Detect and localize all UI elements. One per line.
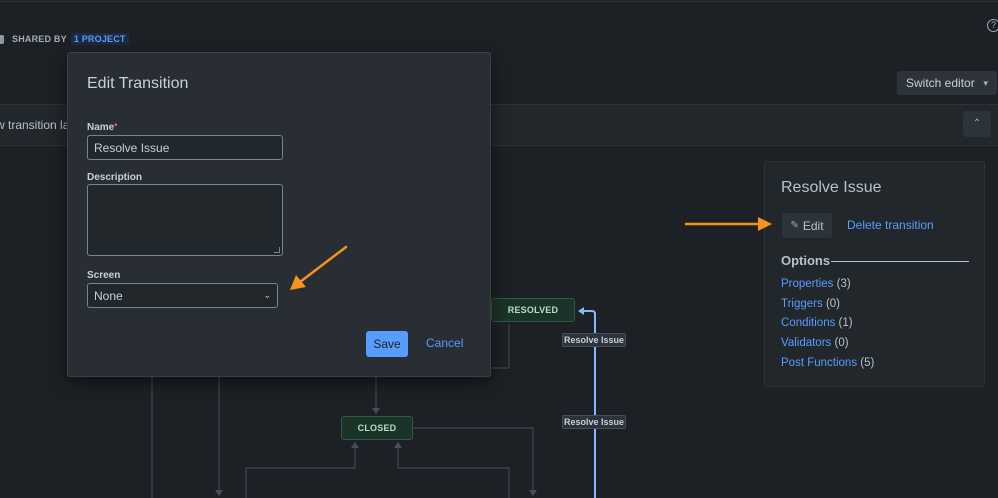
- option-post-functions: Post Functions (5): [781, 357, 874, 369]
- collapse-panel-button[interactable]: ⌃: [963, 111, 991, 137]
- shared-by-label: SHARED BY: [12, 34, 67, 44]
- scheme-icon: [0, 34, 4, 44]
- description-textarea[interactable]: [87, 184, 283, 256]
- resize-handle-icon[interactable]: [274, 247, 280, 253]
- option-count: (5): [860, 357, 875, 369]
- name-label-text: Name: [87, 122, 115, 133]
- selected-transition-arrowhead: [578, 307, 584, 315]
- dialog-title: Edit Transition: [87, 75, 189, 92]
- delete-transition-link[interactable]: Delete transition: [847, 218, 934, 232]
- cancel-button[interactable]: Cancel: [426, 336, 464, 350]
- option-validators: Validators (0): [781, 337, 849, 349]
- triggers-link[interactable]: Triggers: [781, 298, 823, 310]
- collapse-up-icon: ⌃: [972, 118, 982, 129]
- connector-line: [397, 442, 510, 498]
- transition-properties-panel: Resolve Issue ✎ Edit Delete transition O…: [764, 161, 985, 387]
- pencil-icon: ✎: [790, 220, 799, 231]
- edit-button[interactable]: ✎ Edit: [782, 213, 832, 238]
- edit-label: Edit: [802, 218, 824, 233]
- option-count: (1): [838, 317, 853, 329]
- switch-editor-label: Switch editor: [906, 76, 975, 90]
- arrowhead: [372, 408, 380, 414]
- options-divider: [831, 261, 969, 262]
- connector-line: [490, 324, 510, 369]
- edit-transition-dialog: Edit Transition Name* Resolve Issue Desc…: [67, 52, 491, 377]
- panel-title: Resolve Issue: [781, 179, 882, 196]
- help-icon[interactable]: ?: [987, 19, 998, 32]
- workflow-diagram: [151, 307, 596, 498]
- chevron-down-icon: ⌄: [263, 290, 271, 300]
- screen-select[interactable]: None ⌄: [87, 283, 278, 308]
- option-count: (0): [825, 298, 841, 310]
- name-input[interactable]: Resolve Issue: [87, 135, 283, 160]
- shared-project-link[interactable]: 1 PROJECT: [70, 33, 129, 45]
- option-count: (3): [836, 278, 851, 290]
- connector-line: [413, 427, 534, 494]
- save-button[interactable]: Save: [366, 331, 408, 357]
- status-node-resolved[interactable]: RESOLVED: [491, 298, 575, 322]
- selected-transition-line: [582, 310, 596, 498]
- connector-line: [245, 442, 356, 498]
- transition-label[interactable]: Resolve Issue: [562, 333, 626, 347]
- post-functions-link[interactable]: Post Functions: [781, 357, 858, 369]
- switch-editor-button[interactable]: Switch editor ▼: [897, 71, 997, 95]
- screen-select-value: None: [94, 289, 123, 303]
- option-triggers: Triggers (0): [781, 298, 840, 310]
- arrowhead: [394, 442, 402, 448]
- required-indicator: *: [114, 122, 118, 131]
- top-divider: [0, 0, 998, 2]
- arrowhead: [529, 490, 537, 496]
- option-properties: Properties (3): [781, 278, 851, 290]
- option-count: (0): [834, 337, 849, 349]
- properties-link[interactable]: Properties: [781, 278, 834, 290]
- description-label: Description: [87, 172, 143, 183]
- screen-label: Screen: [87, 270, 121, 281]
- transition-labels-toggle[interactable]: w transition la: [0, 118, 70, 132]
- conditions-link[interactable]: Conditions: [781, 317, 836, 329]
- validators-link[interactable]: Validators: [781, 337, 832, 349]
- transition-label[interactable]: Resolve Issue: [562, 415, 626, 429]
- arrowhead: [351, 442, 359, 448]
- shared-by-indicator: SHARED BY 1 PROJECT: [0, 33, 129, 45]
- option-conditions: Conditions (1): [781, 317, 853, 329]
- options-heading: Options: [781, 253, 831, 268]
- arrowhead: [215, 490, 223, 496]
- chevron-down-icon: ▼: [981, 78, 990, 88]
- name-field-label: Name*: [87, 122, 117, 133]
- status-node-closed[interactable]: CLOSED: [341, 416, 413, 440]
